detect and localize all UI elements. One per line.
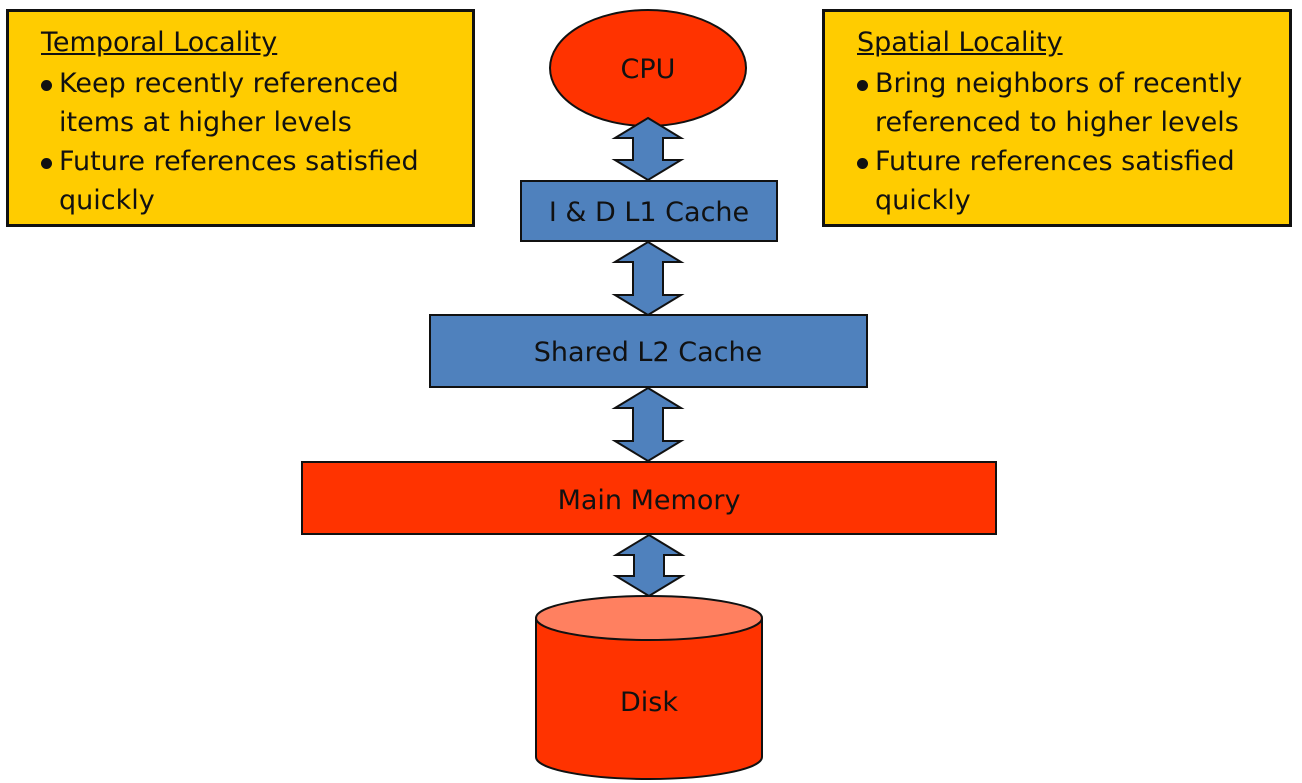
l2-cache-box <box>429 314 868 388</box>
spatial-locality-title: Spatial Locality <box>857 27 1063 58</box>
temporal-bullet: Future references satisfied quickly <box>41 142 460 220</box>
l1-cache-box <box>520 180 778 242</box>
disk-body <box>535 618 763 780</box>
bidirectional-arrow-2 <box>611 240 685 317</box>
spatial-locality-callout: Spatial Locality Bring neighbors of rece… <box>822 9 1292 227</box>
main-memory-box <box>301 461 997 535</box>
temporal-locality-title: Temporal Locality <box>41 27 278 58</box>
temporal-bullet: Keep recently referenced items at higher… <box>41 64 460 142</box>
bidirectional-arrow-1 <box>611 116 685 182</box>
cpu-node: CPU <box>549 9 747 127</box>
l2-cache-node: Shared L2 Cache <box>429 314 868 388</box>
main-memory-node: Main Memory <box>301 461 997 535</box>
l2-cache-label: Shared L2 Cache <box>534 337 762 368</box>
disk-node: Disk <box>535 595 763 780</box>
spatial-locality-bullets: Bring neighbors of recently referenced t… <box>857 64 1277 220</box>
bidirectional-arrow-4 <box>612 533 686 598</box>
l1-cache-label: I & D L1 Cache <box>549 197 749 228</box>
spatial-bullet: Bring neighbors of recently referenced t… <box>857 64 1277 142</box>
bidirectional-arrow-3 <box>611 386 685 463</box>
main-memory-label: Main Memory <box>558 485 741 516</box>
disk-top <box>535 595 763 641</box>
disk-label: Disk <box>620 687 678 718</box>
temporal-locality-callout: Temporal Locality Keep recently referenc… <box>6 9 475 227</box>
temporal-locality-bullets: Keep recently referenced items at higher… <box>41 64 460 220</box>
l1-cache-node: I & D L1 Cache <box>520 180 778 242</box>
cpu-label: CPU <box>621 54 676 85</box>
spatial-bullet: Future references satisfied quickly <box>857 142 1277 220</box>
